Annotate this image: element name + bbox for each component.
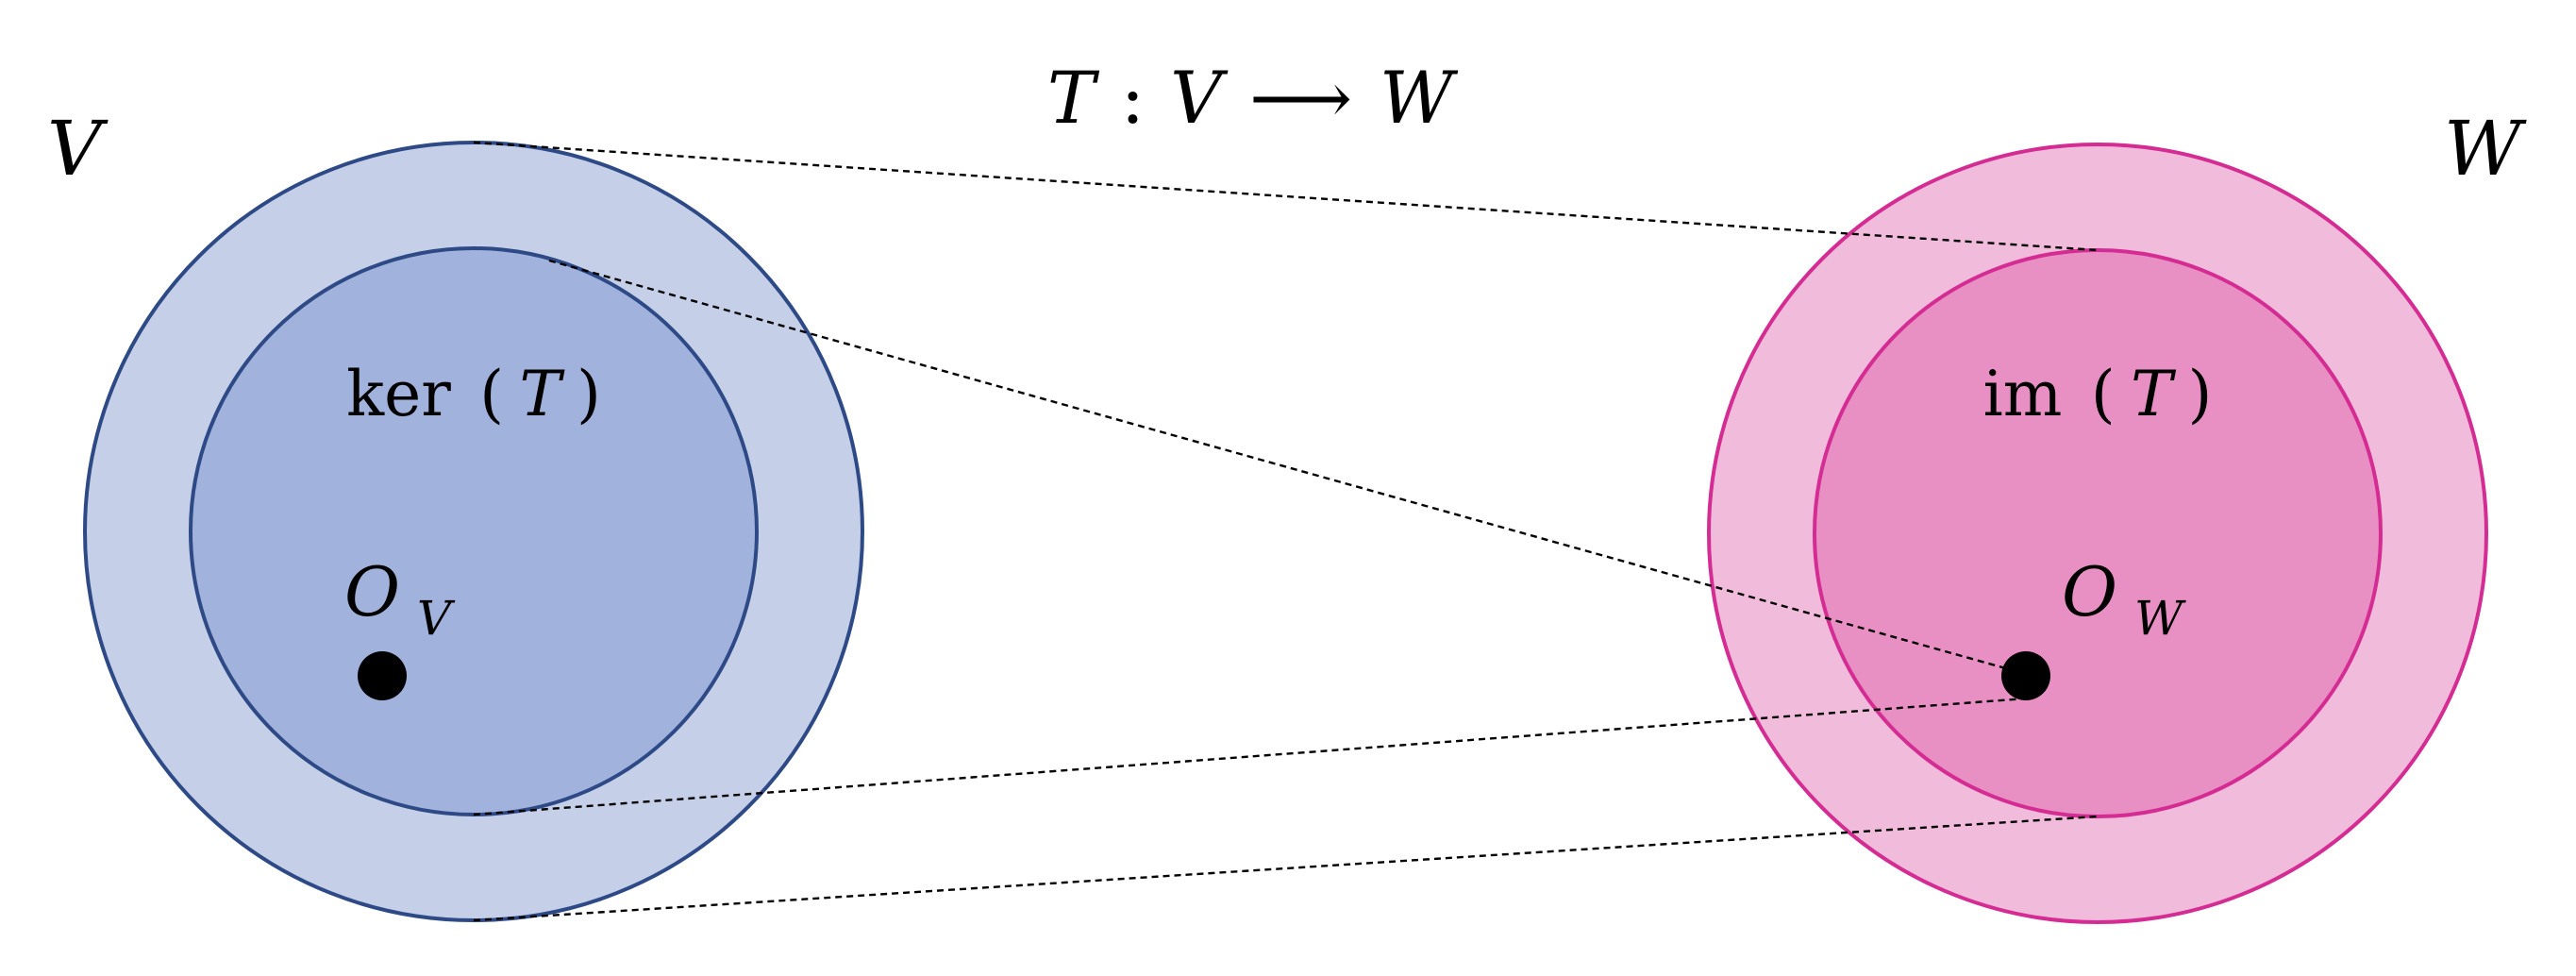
zero-vector-v-label: O V: [344, 552, 456, 646]
image-circle: [1813, 248, 2383, 818]
dashed-line-kernel-to-zero: [548, 259, 2027, 676]
mapping-lines: [473, 141, 2099, 922]
codomain-space-label: W: [2444, 105, 2527, 193]
zero-vector-w-point: [2001, 651, 2050, 700]
kernel-circle: [189, 246, 759, 816]
zero-vector-v-point: [358, 651, 407, 700]
map-title: T : V ⟶ W: [1047, 56, 1459, 140]
kernel-label: ker ( T ): [346, 358, 601, 430]
zero-vector-w-label: O W: [2062, 552, 2186, 646]
domain-space-label: V: [47, 105, 109, 193]
dashed-line-kernel-bottom-to-zero: [473, 697, 2027, 816]
image-label: im ( T ): [1983, 358, 2213, 430]
